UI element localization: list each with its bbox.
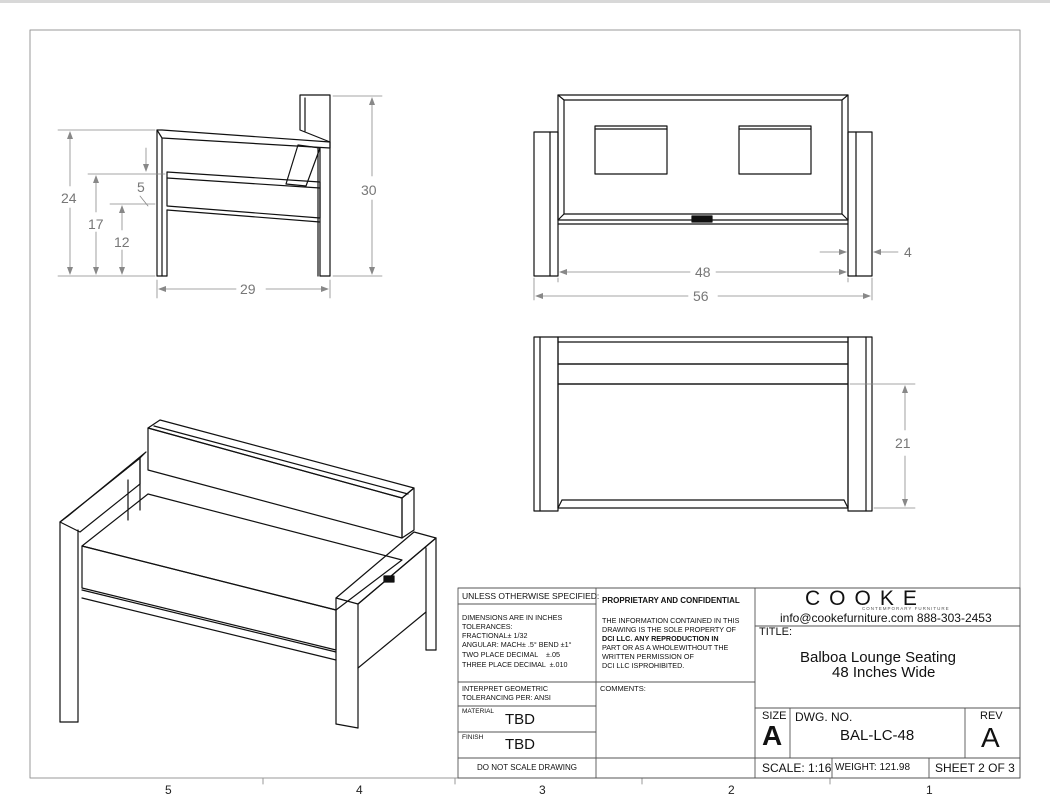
title-label: TITLE: bbox=[759, 626, 793, 638]
front-dims bbox=[533, 251, 899, 301]
tolerance-line: DIMENSIONS ARE IN INCHES bbox=[462, 613, 563, 622]
zone-label-2: 2 bbox=[728, 783, 735, 797]
top-dims bbox=[849, 383, 916, 509]
unless-header: UNLESS OTHERWISE SPECIFIED: bbox=[462, 591, 600, 601]
zone-label-5: 5 bbox=[165, 783, 172, 797]
side-dim-arrows bbox=[67, 97, 375, 292]
iso-seat-top bbox=[81, 493, 403, 611]
comments-label: COMMENTS: bbox=[600, 684, 646, 693]
dim-seat-top-height: 17 bbox=[88, 216, 104, 232]
proprietary-line: DRAWING IS THE SOLE PROPERTY OF bbox=[602, 625, 736, 634]
top-seat bbox=[557, 383, 849, 509]
front-latch bbox=[691, 215, 713, 223]
side-back-cushion bbox=[285, 144, 321, 187]
iso-back-front bbox=[147, 427, 403, 539]
top-view bbox=[533, 336, 873, 512]
side-view bbox=[156, 94, 331, 277]
brand-tagline: CONTEMPORARY FURNITURE bbox=[862, 606, 950, 611]
geometric-line: INTERPRET GEOMETRIC bbox=[462, 684, 549, 693]
proprietary-line: DCI LLC. ANY REPRODUCTION IN bbox=[602, 634, 719, 643]
proprietary-line: PART OR AS A WHOLEWITHOUT THE bbox=[602, 643, 729, 652]
geometric-line: TOLERANCING PER: ANSI bbox=[462, 693, 551, 702]
zone-label-4: 4 bbox=[356, 783, 363, 797]
sheet-number: SHEET 2 OF 3 bbox=[935, 761, 1015, 775]
weight: WEIGHT: 121.98 bbox=[835, 762, 911, 773]
top-edge bbox=[0, 0, 1050, 3]
dwg-no-value: BAL-LC-48 bbox=[840, 727, 915, 744]
dim-arm-width: 4 bbox=[904, 244, 912, 260]
brand-logo: COOKE bbox=[805, 587, 926, 610]
iso-right-arm-top bbox=[335, 531, 437, 605]
dim-back-height: 30 bbox=[361, 182, 377, 198]
dim-inner-width: 48 bbox=[695, 264, 711, 280]
front-panel-left bbox=[594, 125, 668, 175]
do-not-scale: DO NOT SCALE DRAWING bbox=[477, 763, 578, 772]
dim-seat-height: 12 bbox=[114, 234, 130, 250]
isometric-view bbox=[59, 419, 437, 729]
tolerance-line: THREE PLACE DECIMAL ±.010 bbox=[462, 660, 568, 669]
material-value: TBD bbox=[505, 711, 535, 728]
tolerance-line: TOLERANCES: bbox=[462, 622, 513, 631]
proprietary-line: THE INFORMATION CONTAINED IN THIS bbox=[602, 616, 740, 625]
size-label: SIZE bbox=[762, 710, 787, 722]
proprietary-line: WRITTEN PERMISSION OF bbox=[602, 652, 694, 661]
zone-label-1: 1 bbox=[926, 783, 933, 797]
dim-overall-width: 56 bbox=[693, 288, 709, 304]
dwg-no-label: DWG. NO. bbox=[795, 710, 853, 724]
front-backrest bbox=[557, 94, 849, 221]
zone-ticks bbox=[262, 777, 831, 785]
finish-label: FINISH bbox=[462, 734, 484, 741]
rev-label: REV bbox=[980, 710, 1003, 722]
zone-label-3: 3 bbox=[539, 783, 546, 797]
iso-seat-front bbox=[81, 545, 337, 651]
front-panel-right bbox=[738, 125, 812, 175]
tolerance-line: TWO PLACE DECIMAL ±.05 bbox=[462, 650, 560, 659]
top-dim-arrows bbox=[902, 385, 908, 507]
scale: SCALE: 1:16 bbox=[762, 761, 832, 775]
front-dim-arrows bbox=[535, 249, 881, 299]
side-dims bbox=[57, 95, 383, 299]
title-block-grid bbox=[457, 587, 1021, 779]
tolerance-line: ANGULAR: MACH± .5° BEND ±1° bbox=[462, 640, 572, 649]
rev-value: A bbox=[981, 722, 1000, 753]
iso-back-top bbox=[147, 419, 415, 499]
dim-cushion: 5 bbox=[137, 179, 145, 195]
tolerance-line: FRACTIONAL± 1/32 bbox=[462, 631, 528, 640]
proprietary-line: DCI LLC ISPROHIBITED. bbox=[602, 661, 685, 670]
title-line-2: 48 Inches Wide bbox=[832, 664, 936, 681]
front-view bbox=[533, 94, 873, 277]
material-label: MATERIAL bbox=[462, 708, 495, 715]
size-value: A bbox=[762, 720, 783, 751]
dim-depth: 29 bbox=[240, 281, 256, 297]
dim-arm-height: 24 bbox=[61, 190, 77, 206]
contact-info: info@cookefurniture.com 888-303-2453 bbox=[780, 611, 992, 625]
dim-seat-depth: 21 bbox=[895, 435, 911, 451]
finish-value: TBD bbox=[505, 736, 535, 753]
title-line-1: Balboa Lounge Seating bbox=[800, 649, 956, 666]
top-backrest bbox=[557, 336, 849, 365]
proprietary-header: PROPRIETARY AND CONFIDENTIAL bbox=[602, 596, 740, 605]
